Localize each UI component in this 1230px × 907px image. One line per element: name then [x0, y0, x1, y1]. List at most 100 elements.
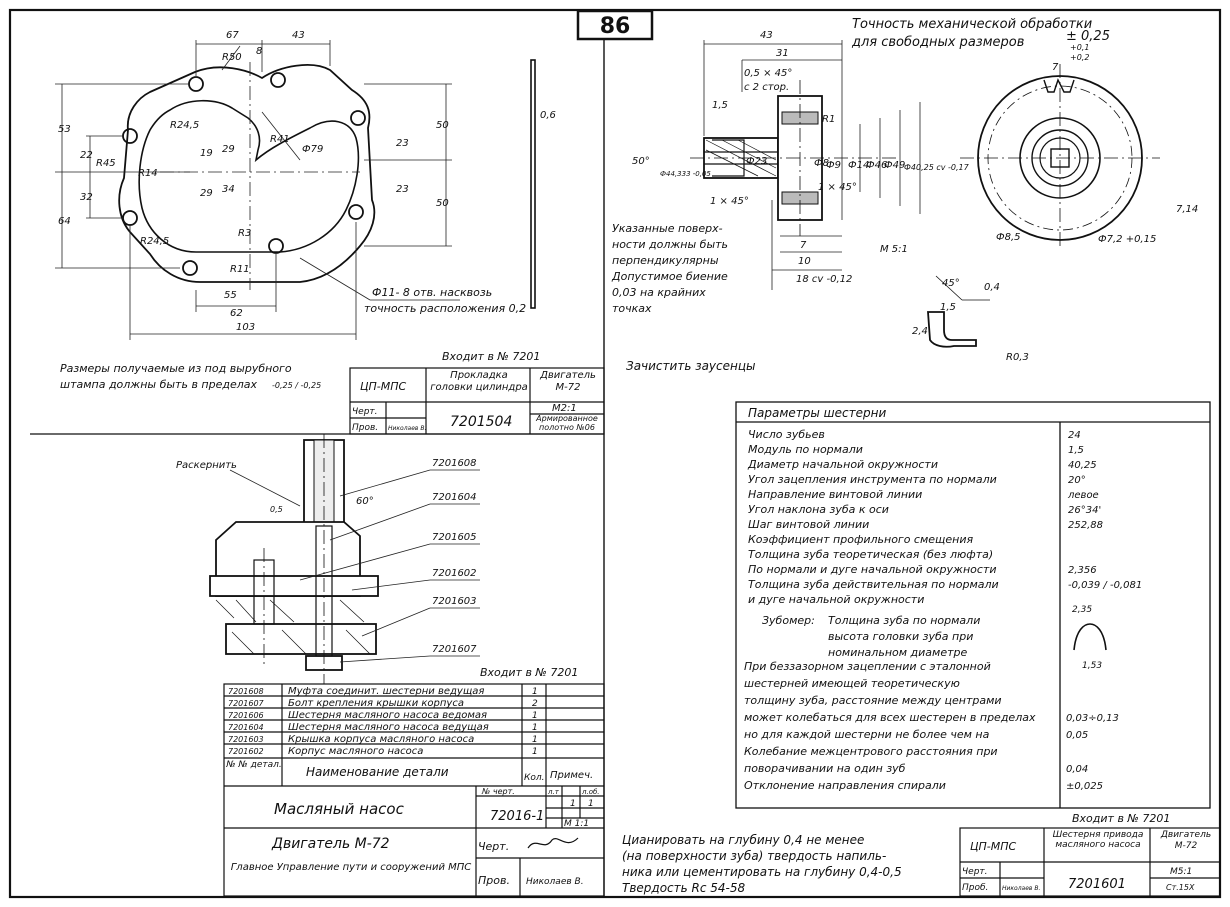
parts-head-num: № № детал.	[226, 760, 282, 770]
part-name: Болт крепления крышки корпуса	[288, 698, 464, 709]
gear-check-label: Проб.	[962, 883, 988, 893]
gasket-material: Армированное полотно №06	[536, 414, 598, 432]
dim-50b: 50	[436, 198, 449, 209]
cyan-line: ника или цементировать на глубину 0,4-0,…	[622, 865, 902, 879]
gasket-enters: Входит в № 7201	[442, 350, 540, 363]
gasket-note-line2: штампа должны быть в пределах	[60, 378, 258, 391]
gdim-m51: М 5:1	[880, 244, 908, 255]
cyan-note: Цианировать на глубину 0,4 не менее (на …	[622, 833, 902, 895]
param-value: левое	[1067, 490, 1099, 501]
gasket-name: Прокладка головки цилиндра	[430, 370, 528, 393]
gear-name-box: Шестерня привода масляного насоса	[1053, 830, 1144, 850]
gdim-d14: Ф14	[848, 160, 869, 171]
gasket-assembly: Двигатель М-72	[540, 370, 596, 393]
param-label: Коэффициент профильного смещения	[748, 533, 974, 546]
parts-head-name: Наименование детали	[306, 765, 449, 779]
hole-note: Ф11- 8 отв. насквозь	[372, 286, 492, 299]
gdim-18: 18 сv -0,12	[796, 274, 852, 285]
gdim-d9: Ф9	[826, 160, 841, 171]
dim-19: 19	[200, 148, 213, 159]
parts-enters: Входит в № 7201	[480, 666, 578, 679]
perp-note-line: Указанные поверх-	[612, 222, 723, 235]
param-value: 0,04	[1066, 764, 1088, 775]
gauge-line: Толщина зуба по нормали	[828, 614, 980, 627]
part-qty: 2	[532, 699, 538, 709]
dim-23a: 23	[396, 138, 409, 149]
gauge-line: высота головки зуба при	[828, 630, 973, 643]
bolt-hole	[270, 72, 286, 88]
param-value: -0,039 / -0,081	[1068, 580, 1142, 591]
param-label: Модуль по нормали	[748, 443, 863, 456]
part-qty: 1	[532, 687, 538, 697]
parts-list-header: № № детал. Наименование детали Кол. Прим…	[226, 760, 593, 783]
gear-org: ЦП-МПС	[970, 840, 1017, 853]
gasket-title-block-text: Входит в № 7201 ЦП-МПС Прокладка головки…	[352, 350, 598, 433]
dim-r45: R45	[96, 158, 116, 169]
gauge-block: Зубомер: Толщина зуба по нормали высота …	[762, 605, 1107, 671]
cyan-line: (на поверхности зуба) твердость напиль-	[622, 849, 886, 863]
gauge-line: номинальном диаметре	[828, 646, 967, 659]
param-value: 0,05	[1066, 730, 1088, 741]
gasket-number: 7201504	[450, 414, 512, 430]
hole-tolerance: точность расположения 0,2	[364, 302, 526, 315]
gdim-ch2: 1 × 45°	[818, 182, 857, 193]
dim-r245a: R24,5	[170, 120, 199, 131]
gasket-org: ЦП-МПС	[360, 380, 407, 393]
part-number: 7201606	[228, 711, 264, 720]
param-label: поворачивании на один зуб	[744, 762, 906, 775]
dim-r50: R50	[222, 52, 242, 63]
dim-32: 32	[80, 192, 93, 203]
gauge-bot: 1,53	[1082, 661, 1102, 671]
assembly-org: Главное Управление пути и сооружений МПС	[230, 862, 472, 873]
pump-assembly-drawing	[209, 434, 379, 684]
dim-62: 62	[230, 308, 243, 319]
dim-d79: Ф79	[302, 144, 323, 155]
dim-64: 64	[58, 216, 71, 227]
part-name: Крышка корпуса масляного насоса	[288, 734, 474, 745]
gear-section-view	[690, 80, 900, 236]
param-value: 2,356	[1068, 565, 1097, 576]
assembly-number: 72016-1	[490, 809, 544, 824]
signature-mark	[527, 837, 579, 849]
param-label: Диаметр начальной окружности	[747, 458, 938, 471]
param-label: Шаг винтовой линии	[748, 518, 869, 531]
param-label: Колебание межцентрового расстояния при	[744, 745, 998, 758]
bolt-hole	[122, 210, 138, 226]
gdim-d72: Ф7,2 +0,15	[1098, 234, 1156, 245]
gasket-name-box: Прокладка головки цилиндра	[430, 370, 528, 393]
parts-list-table	[223, 683, 605, 897]
perp-note-line: точках	[612, 302, 652, 315]
page-number: 86	[600, 14, 631, 39]
gear-params-table	[735, 401, 1211, 809]
gdim-15: 1,5	[712, 100, 728, 111]
callout-part: 7201607	[432, 644, 477, 655]
gasket-dimension-labels: 67 43 8 R50 53 64 22 32 R45 R14 R24,5 R2…	[58, 30, 556, 333]
gdim-15b: 1,5	[940, 302, 956, 313]
gasket-notes: Ф11- 8 отв. насквозь точность расположен…	[60, 286, 526, 391]
param-label: Угол зацепления инструмента по нормали	[748, 473, 997, 486]
bolt-hole	[348, 204, 364, 220]
part-number: 7201602	[228, 747, 264, 756]
assembly-sheet: 1	[570, 799, 576, 809]
dim-34: 34	[222, 184, 235, 195]
gdim-24: 2,4	[912, 326, 928, 337]
param-label: При беззазорном зацеплении с эталонной	[744, 660, 991, 673]
part-number: 7201607	[228, 699, 265, 708]
gdim-ang45: 45°	[942, 278, 960, 289]
parts-head-qty: Кол.	[524, 773, 545, 783]
assembly-engine: Двигатель М-72	[271, 836, 390, 852]
pump-assembly-leaders	[229, 469, 480, 663]
gdim-ang50: 50°	[632, 156, 650, 167]
bolt-hole	[268, 238, 284, 254]
gasket-scale: М2:1	[552, 403, 577, 414]
params-title: Параметры шестерни	[748, 406, 886, 420]
gdim-tol01: +0,1	[1070, 43, 1089, 52]
dim-55: 55	[224, 290, 237, 301]
gear-assembly-box: Двигатель М-72	[1161, 830, 1211, 851]
param-label: Толщина зуба действительная по нормали	[748, 578, 999, 591]
cyan-line: Твердость Rc 54-58	[622, 881, 746, 895]
parts-head-note: Примеч.	[550, 770, 593, 781]
part-number: 7201604	[228, 723, 264, 732]
param-value: 24	[1068, 430, 1081, 441]
gdim-10: 10	[798, 256, 811, 267]
